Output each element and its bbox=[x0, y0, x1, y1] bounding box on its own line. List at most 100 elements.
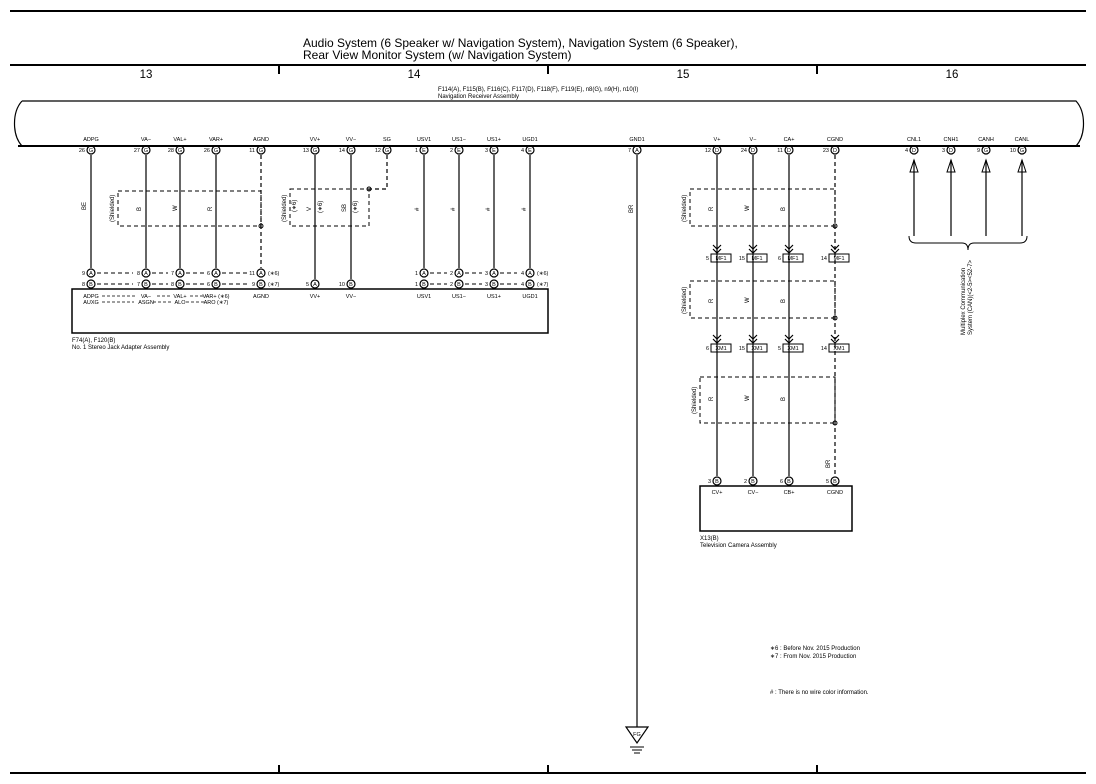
pin-number: 8 bbox=[171, 282, 174, 288]
terminal-label: CGND bbox=[827, 137, 843, 143]
terminal-pin: A3 bbox=[485, 268, 499, 278]
wire-color: R bbox=[709, 396, 715, 401]
pin-connector: B bbox=[259, 282, 263, 288]
wire-color: # bbox=[451, 207, 457, 211]
jack-terminal-label: ASGN bbox=[138, 300, 154, 306]
svg-text:14: 14 bbox=[821, 346, 827, 352]
note-ref: (∗7) bbox=[268, 282, 279, 288]
wire-color: B bbox=[781, 397, 787, 401]
pin-number: 4 bbox=[905, 148, 908, 154]
pin-number: 1 bbox=[415, 271, 418, 277]
terminal-pin: E1 bbox=[415, 145, 429, 155]
pin-connector: G bbox=[313, 148, 317, 154]
pin-connector: D bbox=[787, 148, 791, 154]
note-ref: (∗6) bbox=[537, 271, 548, 277]
terminal-label: CANL bbox=[1015, 137, 1030, 143]
pin-connector: A bbox=[422, 271, 426, 277]
terminal-pin: B3 bbox=[708, 476, 722, 486]
terminal-pin: D24 bbox=[741, 145, 758, 155]
pin-connector: B bbox=[144, 282, 148, 288]
pin-connector: G bbox=[349, 148, 353, 154]
pin-connector: B bbox=[492, 282, 496, 288]
stereo-jack-connectors: F74(A), F120(B) bbox=[72, 338, 115, 344]
camera-terminal-label: CB+ bbox=[784, 490, 795, 496]
pin-number: 2 bbox=[744, 479, 747, 485]
terminal-pin: B2 bbox=[450, 279, 464, 289]
pin-connector: B bbox=[422, 282, 426, 288]
pin-number: 28 bbox=[168, 148, 174, 154]
terminal-label: CNH1 bbox=[944, 137, 959, 143]
wire-color: # bbox=[486, 207, 492, 211]
note-6: ∗6 : Before Nov. 2015 Production bbox=[770, 646, 860, 652]
multiplex-label-1: Multiplex Communication bbox=[961, 268, 967, 335]
nav-receiver-connectors: F114(A), F115(B), F116(C), F117(D), F118… bbox=[438, 87, 638, 93]
pin-number: 10 bbox=[339, 282, 345, 288]
pin-number: 7 bbox=[171, 271, 174, 277]
pin-number: 4 bbox=[521, 282, 524, 288]
ground-label: FG bbox=[633, 732, 641, 738]
terminal-label: VV+ bbox=[310, 137, 321, 143]
pin-number: 5 bbox=[826, 479, 829, 485]
pin-connector: A bbox=[178, 271, 182, 277]
pin-number: 1 bbox=[415, 148, 418, 154]
svg-text:XM1: XM1 bbox=[787, 346, 798, 352]
terminal-pin: B8 bbox=[171, 279, 185, 289]
wire-color: W bbox=[745, 205, 751, 211]
terminal-pin: A5 bbox=[306, 279, 320, 289]
pin-connector: E bbox=[528, 148, 532, 154]
shield-box-audio bbox=[117, 190, 262, 227]
pin-connector: A bbox=[214, 271, 218, 277]
pin-connector: B bbox=[214, 282, 218, 288]
pin-number: 3 bbox=[485, 271, 488, 277]
terminal-pin: B4 bbox=[521, 279, 535, 289]
multiplex-label-2: System (CAN)(<2-5><52-7> bbox=[968, 259, 974, 335]
pin-number: 12 bbox=[705, 148, 711, 154]
terminal-label: VA− bbox=[141, 137, 151, 143]
pin-connector: A bbox=[457, 271, 461, 277]
terminal-pin: E3 bbox=[485, 145, 499, 155]
splice-dot bbox=[832, 315, 838, 321]
pin-connector: G bbox=[89, 148, 93, 154]
nav-terminals: ADPGG26VA−G27VAL+G28VAR+G26AGNDG11VV+G13… bbox=[79, 137, 1030, 155]
pin-number: 26 bbox=[204, 148, 210, 154]
pin-connector: E bbox=[422, 148, 426, 154]
column-14: 14 bbox=[408, 69, 421, 81]
jack-terminal-label: VV− bbox=[346, 294, 357, 300]
camera-terminal-label: CV− bbox=[748, 490, 759, 496]
pin-connector: D bbox=[715, 148, 719, 154]
can-wires bbox=[913, 160, 1023, 236]
pin-number: 3 bbox=[708, 479, 711, 485]
terminal-pin: E2 bbox=[450, 145, 464, 155]
note-7: ∗7 : From Nov. 2015 Production bbox=[770, 654, 856, 660]
pin-connector: A bbox=[89, 271, 93, 277]
wire-color-labels-13: BE (Shielded) B W R (Shielded) (∗6) V (∗… bbox=[82, 195, 528, 222]
svg-text:6: 6 bbox=[778, 256, 781, 262]
column-16: 16 bbox=[946, 69, 959, 81]
stereo-jack-body bbox=[71, 288, 549, 334]
wire-color: W bbox=[173, 205, 179, 211]
terminal-pin: A7 bbox=[628, 145, 642, 155]
terminal-pin: D23 bbox=[823, 145, 840, 155]
terminal-pin: B2 bbox=[744, 476, 758, 486]
pin-number: 23 bbox=[823, 148, 829, 154]
splice-dot bbox=[832, 420, 838, 426]
terminal-pin: E4 bbox=[521, 145, 535, 155]
svg-text:MF1: MF1 bbox=[716, 256, 727, 262]
svg-text:5: 5 bbox=[778, 346, 781, 352]
pin-connector: B bbox=[833, 479, 837, 485]
jack-terminal-label: ALO bbox=[174, 300, 186, 306]
wire-color: BR bbox=[629, 204, 635, 213]
splice-dot bbox=[832, 223, 838, 229]
wire-color: BR bbox=[826, 459, 832, 468]
shield-box-cam3 bbox=[699, 376, 836, 424]
terminal-pin: G11 bbox=[249, 145, 266, 155]
pin-number: 4 bbox=[521, 271, 524, 277]
shielded-label: (Shielded) bbox=[692, 387, 698, 414]
jack-terminal-label: ARO (∗7) bbox=[204, 300, 229, 306]
pin-connector: B bbox=[787, 479, 791, 485]
terminal-pin: B3 bbox=[485, 279, 499, 289]
